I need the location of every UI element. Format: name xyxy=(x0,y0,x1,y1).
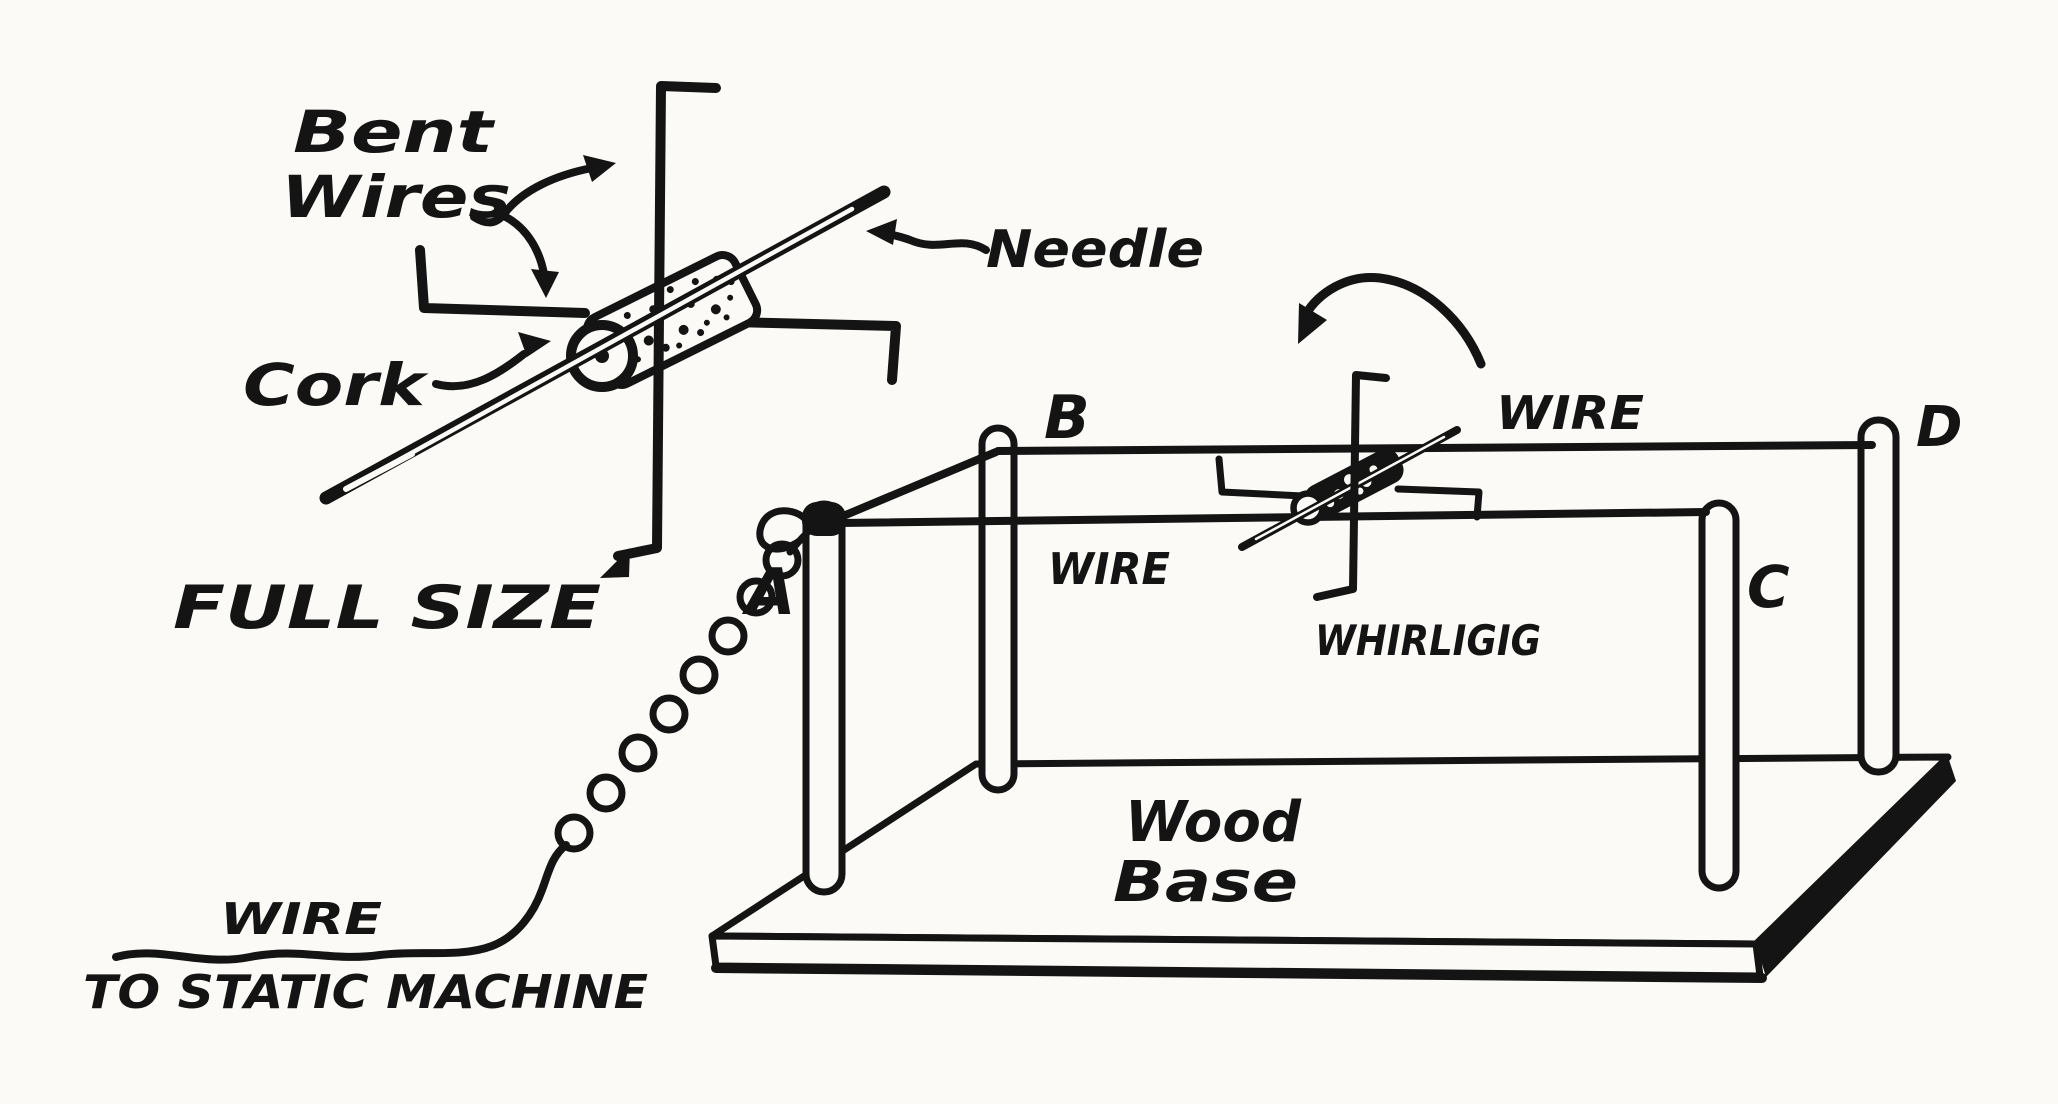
full-size-pointer-arrowhead xyxy=(600,548,630,578)
feed-wire-coil xyxy=(554,523,818,853)
detail-horizontal-bent-wire-right xyxy=(685,316,901,385)
detail-needle-eye xyxy=(343,451,415,492)
label-post-d: D xyxy=(1916,395,1962,460)
label-cork: Cork xyxy=(243,351,429,419)
whirligig-needle-highlight xyxy=(1254,435,1446,541)
label-wood-base-line1: Wood xyxy=(1125,790,1302,855)
cork-leader xyxy=(432,332,551,391)
rotation-direction-arrow xyxy=(1301,273,1486,369)
post-b xyxy=(978,424,1018,794)
wood-base-front-bottom-edge xyxy=(711,963,1767,983)
rotation-arrowhead xyxy=(1298,303,1327,344)
feed-wire-from-static-machine xyxy=(112,841,570,964)
apparatus-drawing xyxy=(112,273,1956,983)
label-bottom-wire: WIRE xyxy=(1048,544,1170,595)
wood-base-right-edge xyxy=(1756,757,1956,977)
whirligig-vertical-bent-wire xyxy=(1313,371,1390,601)
post-d xyxy=(1857,416,1900,776)
caption-full-size: FULL SIZE xyxy=(173,573,601,643)
label-whirligig: WHIRLIGIG xyxy=(1315,616,1541,665)
label-post-a: A xyxy=(741,556,796,630)
label-top-wire: WIRE xyxy=(1496,386,1644,440)
label-feed-wire-line1: WIRE xyxy=(220,894,382,945)
wood-base-top-surface xyxy=(708,753,1952,948)
top-wire-b-to-d xyxy=(994,441,1876,455)
post-a xyxy=(802,500,846,896)
label-feed-wire-line2: TO STATIC MACHINE xyxy=(83,965,648,1019)
jumper-wire-a-to-b xyxy=(832,448,1000,523)
label-post-c: C xyxy=(1747,553,1790,621)
post-c xyxy=(1698,499,1740,892)
whirligig-horizontal-bent-wire-left xyxy=(1215,455,1307,500)
bent-wires-leader xyxy=(470,155,616,298)
whirligig-horizontal-bent-wire-right xyxy=(1394,485,1483,521)
bottom-wire-a-to-c xyxy=(836,508,1710,527)
label-wood-base-line2: Base xyxy=(1113,850,1298,915)
whirligig-assembly xyxy=(1215,371,1483,601)
full-size-detail-drawing xyxy=(319,81,990,578)
label-post-b: B xyxy=(1044,383,1090,453)
label-bent-wires-line2: Wires xyxy=(281,163,511,231)
label-bent-wires-line1: Bent xyxy=(293,98,496,166)
detail-horizontal-bent-wire-left xyxy=(415,245,590,318)
detail-needle-shaft-highlight xyxy=(365,206,855,480)
label-needle: Needle xyxy=(986,220,1204,280)
needle-leader xyxy=(866,219,990,254)
